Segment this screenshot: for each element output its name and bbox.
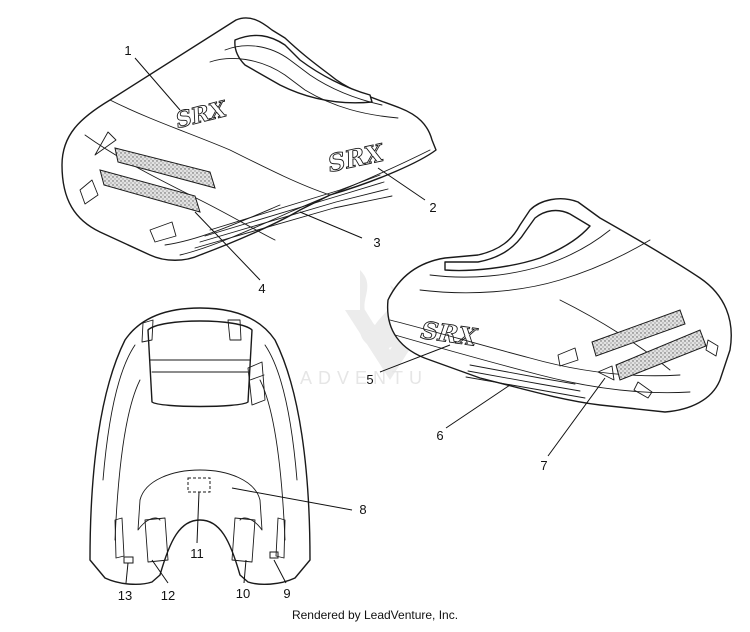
callout-6: 6 — [436, 428, 443, 443]
callout-4: 4 — [258, 281, 265, 296]
callout-2: 2 — [429, 200, 436, 215]
callout-8: 8 — [359, 502, 366, 517]
callout-1: 1 — [124, 43, 131, 58]
hood-view-front — [89, 307, 311, 586]
callout-3: 3 — [373, 235, 380, 250]
rendered-by-footer: Rendered by LeadVenture, Inc. — [291, 608, 459, 622]
callout-labels: 1 2 3 4 5 6 7 8 9 10 11 12 13 — [118, 43, 548, 603]
callout-12: 12 — [161, 588, 175, 603]
leader-lines — [125, 57, 606, 584]
hood-view-right: SRX — [386, 198, 732, 413]
callout-10: 10 — [236, 586, 250, 601]
callout-13: 13 — [118, 588, 132, 603]
callout-7: 7 — [540, 458, 547, 473]
callout-5: 5 — [366, 372, 373, 387]
callout-9: 9 — [283, 586, 290, 601]
hood-view-top-left: SRX SRX — [61, 17, 437, 261]
watermark-text: ADVENTU — [300, 368, 429, 388]
callout-11: 11 — [190, 546, 204, 561]
